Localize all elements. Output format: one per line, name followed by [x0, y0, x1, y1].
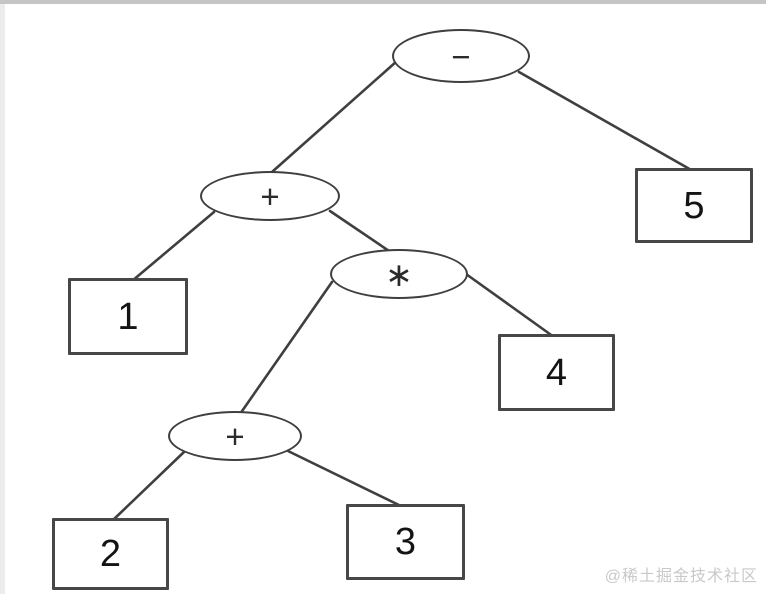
tree-node-times: ∗ — [330, 249, 468, 299]
tree-node-leaf-2: 2 — [52, 518, 169, 590]
tree-edge-plus-upper-times — [328, 209, 394, 255]
tree-node-leaf-3: 3 — [346, 504, 465, 580]
tree-edge-plus-lower-leaf-2 — [110, 450, 186, 523]
tree-node-plus-lower: + — [168, 411, 302, 461]
node-label: + — [225, 417, 245, 455]
tree-edge-minus-plus-upper — [270, 59, 399, 174]
node-label: + — [260, 177, 280, 215]
tree-edge-plus-lower-leaf-3 — [286, 449, 405, 509]
watermark-text: @稀土掘金技术社区 — [604, 568, 758, 585]
node-label: ∗ — [385, 255, 413, 293]
node-label: 1 — [117, 295, 139, 338]
left-border-strip — [0, 4, 5, 594]
node-label: − — [451, 37, 471, 75]
top-border-bar — [0, 0, 766, 4]
node-label: 4 — [545, 351, 568, 394]
tree-node-plus-upper: + — [200, 171, 340, 221]
node-label: 2 — [99, 533, 122, 575]
tree-edge-times-plus-lower — [238, 280, 334, 416]
tree-node-leaf-4: 4 — [498, 334, 615, 411]
tree-node-leaf-1: 1 — [68, 278, 188, 355]
tree-edge-times-leaf-4 — [464, 272, 556, 339]
tree-node-minus: − — [392, 29, 530, 83]
node-label: 5 — [683, 184, 705, 227]
tree-edge-minus-leaf-5 — [517, 70, 695, 173]
tree-edge-plus-upper-leaf-1 — [130, 210, 216, 283]
tree-node-leaf-5: 5 — [635, 168, 753, 243]
node-label: 3 — [394, 521, 417, 563]
